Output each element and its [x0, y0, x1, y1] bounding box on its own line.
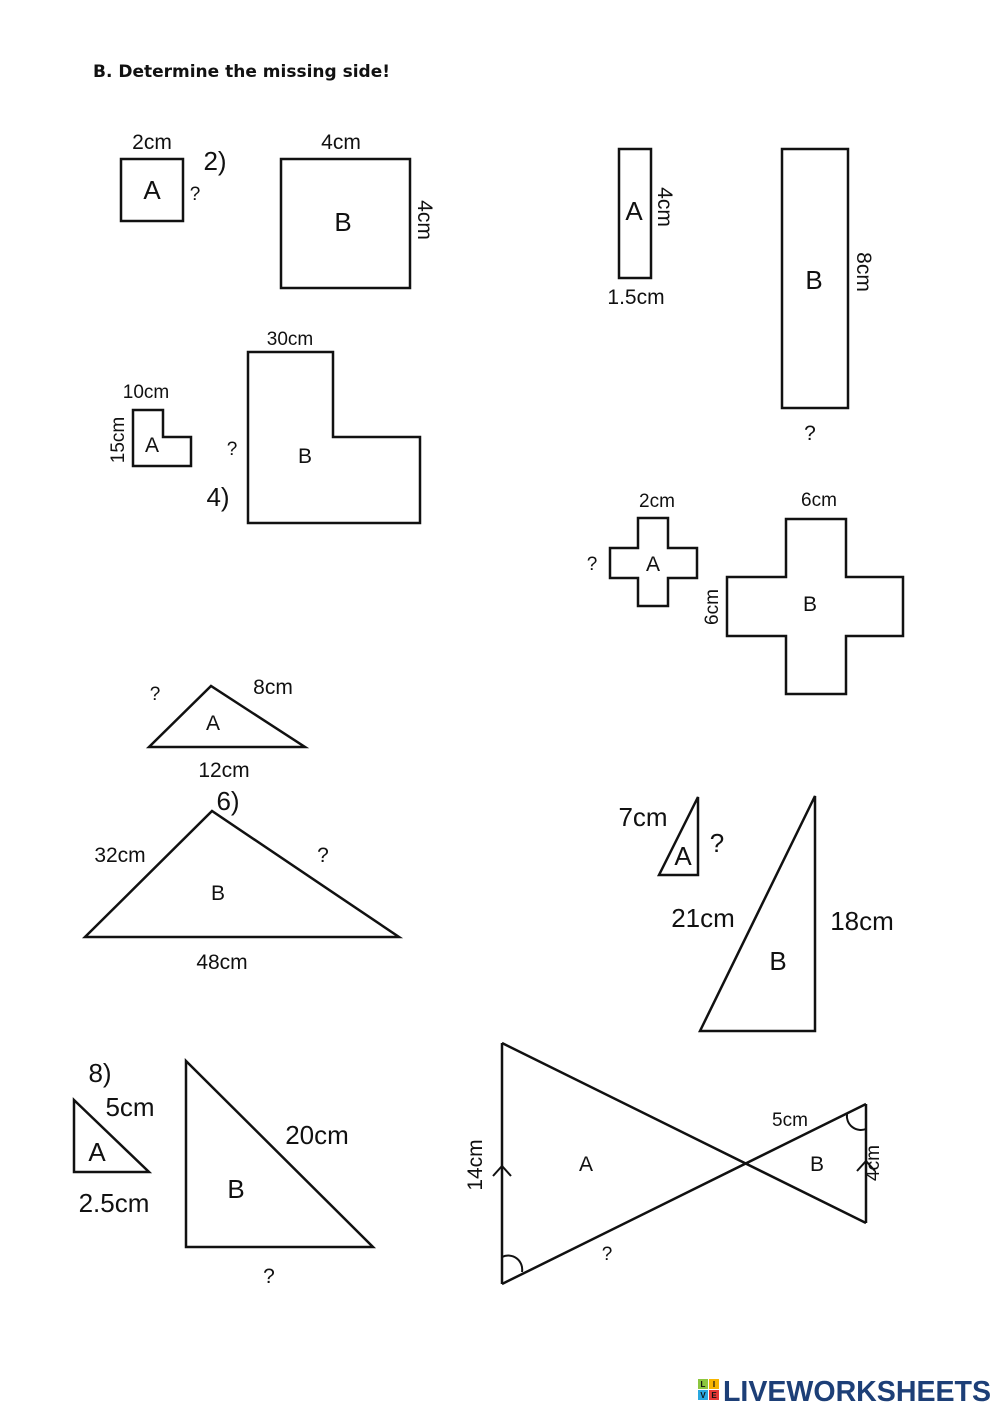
- bowtie-b-label: B: [810, 1153, 824, 1176]
- question-number: 6): [216, 786, 239, 816]
- cross-b-top-length: 6cm: [801, 490, 837, 511]
- logo-letter: V: [700, 1391, 706, 1400]
- rectangle-b: [780, 147, 850, 410]
- square-b-top-length: 4cm: [321, 131, 361, 154]
- rectangle-b-missing-side: ?: [804, 422, 816, 445]
- question-number: 4): [206, 482, 229, 512]
- cross-b-label: B: [803, 593, 817, 616]
- triangle-b: [81, 809, 404, 939]
- logo-letter: I: [713, 1380, 715, 1389]
- triangle-a: [145, 684, 310, 749]
- logo-letter: L: [701, 1380, 706, 1389]
- triangle-a-label: A: [206, 712, 220, 735]
- rectangle-a-bottom-length: 1.5cm: [607, 286, 664, 309]
- question-l-shapes: A 10cm 15cm B 30cm ? 4): [108, 329, 422, 525]
- l-shape-a-label: A: [145, 434, 159, 457]
- rectangle-a-side-length: 4cm: [653, 187, 676, 227]
- question-squares: A 2cm ? 2) B 4cm 4cm: [119, 131, 436, 290]
- triangle-a-bottom-length: 2.5cm: [79, 1188, 150, 1218]
- cross-b-side-length: 6cm: [702, 589, 723, 625]
- l-shape-b-label: B: [298, 445, 312, 468]
- cross-a-top-length: 2cm: [639, 491, 675, 512]
- question-rectangles: A 4cm 1.5cm B 8cm ?: [607, 147, 875, 445]
- bowtie-b-hypotenuse-length: 5cm: [772, 1110, 808, 1131]
- triangle-a-hypotenuse-length: 5cm: [105, 1092, 154, 1122]
- l-shape-b: [246, 350, 422, 525]
- rectangle-b-side-length: 8cm: [852, 252, 875, 292]
- l-shape-b-top-length: 30cm: [267, 329, 313, 350]
- question-crosses: A 2cm ? B 6cm 6cm: [587, 490, 905, 696]
- parallel-arrow-icon: [856, 1159, 876, 1172]
- square-a-label: A: [143, 175, 161, 205]
- triangle-b: [184, 1057, 377, 1249]
- triangle-a-right-length: 8cm: [253, 676, 293, 699]
- bowtie-a-side-length: 14cm: [464, 1139, 487, 1190]
- square-b-label: B: [334, 207, 351, 237]
- square-a: [119, 157, 185, 223]
- triangle-a-bottom-length: 12cm: [198, 759, 249, 782]
- right-triangle-a-missing-side: ?: [710, 828, 724, 858]
- angle-mark-icon: [501, 1254, 524, 1273]
- triangle-b-left-length: 32cm: [94, 844, 145, 867]
- question-bowtie: A 14cm ? B 5cm 4cm: [464, 1041, 884, 1286]
- right-triangle-a-label: A: [674, 841, 692, 871]
- right-triangle-a: [656, 796, 700, 877]
- right-triangle-b: [697, 795, 817, 1033]
- triangle-b-missing-side: ?: [263, 1265, 275, 1288]
- cross-a-label: A: [646, 553, 660, 576]
- l-shape-a-side-length: 15cm: [108, 417, 129, 463]
- triangle-b-missing-side: ?: [317, 844, 329, 867]
- worksheet-title: B. Determine the missing side!: [93, 62, 390, 82]
- triangle-b-hypotenuse-length: 20cm: [285, 1120, 349, 1150]
- triangle-b-bottom-length: 48cm: [196, 951, 247, 974]
- cross-a-missing-side: ?: [587, 554, 598, 575]
- right-triangle-a-left-length: 7cm: [618, 802, 667, 832]
- square-a-missing-side: ?: [190, 184, 201, 205]
- right-triangle-b-right-length: 18cm: [830, 906, 894, 936]
- bowtie-a-missing-side: ?: [602, 1244, 613, 1265]
- triangle-b-label: B: [227, 1174, 244, 1204]
- question-number: 8): [88, 1058, 111, 1088]
- bowtie-b-side-length: 4cm: [863, 1145, 884, 1181]
- square-b: [279, 157, 412, 290]
- triangle-a-label: A: [88, 1137, 106, 1167]
- question-number: 2): [203, 146, 226, 176]
- triangle-b-label: B: [211, 882, 225, 905]
- triangle-a-missing-side: ?: [150, 684, 161, 705]
- liveworksheets-logo: L I V E LIVEWORKSHEETS: [698, 1376, 991, 1408]
- l-shape-a: [131, 408, 193, 468]
- square-a-top-length: 2cm: [132, 131, 172, 154]
- logo-letter: E: [711, 1391, 717, 1400]
- rectangle-a-label: A: [625, 196, 643, 226]
- cross-b: [725, 517, 905, 696]
- square-b-side-length: 4cm: [413, 200, 436, 240]
- rectangle-a: [617, 147, 653, 280]
- triangle-a: [72, 1097, 153, 1174]
- question-triangles: A ? 8cm 12cm 6) B 32cm ? 48cm: [81, 676, 404, 974]
- right-triangle-b-left-length: 21cm: [671, 903, 735, 933]
- cross-a: [608, 516, 699, 608]
- l-shape-a-top-length: 10cm: [123, 382, 169, 403]
- question-right-triangles: A 7cm ? B 21cm 18cm: [618, 795, 894, 1033]
- logo-text: LIVEWORKSHEETS: [723, 1376, 991, 1408]
- right-triangle-b-label: B: [769, 946, 786, 976]
- parallel-arrow-icon: [492, 1164, 512, 1177]
- rectangle-b-label: B: [805, 265, 822, 295]
- bowtie-a-label: A: [579, 1153, 593, 1176]
- question-similar-triangles: 8) 5cm A 2.5cm B 20cm ?: [72, 1057, 377, 1288]
- l-shape-b-missing-side: ?: [227, 439, 238, 460]
- angle-mark-icon: [845, 1113, 867, 1131]
